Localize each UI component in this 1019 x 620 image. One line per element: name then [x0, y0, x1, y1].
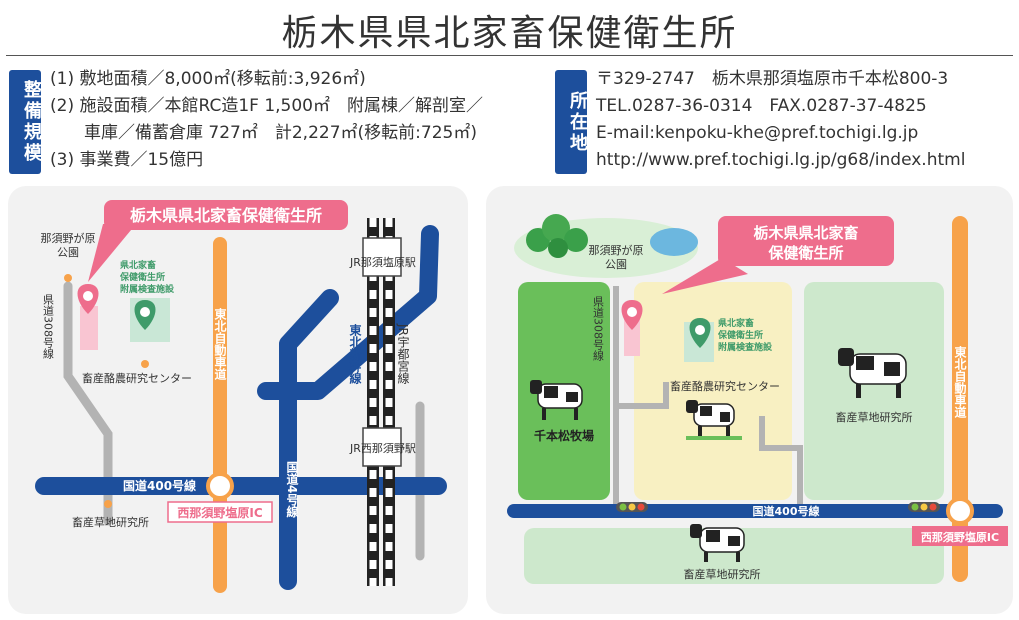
route-308-road [613, 286, 669, 409]
detail-map-panel: 那須野が原 公園 千本松牧場 畜産草地研究所 畜産草地研究所 東北自動車道 国道… [486, 186, 1013, 614]
cow-icon [686, 400, 742, 440]
scale-info: (1) 敷地面積／8,000㎡(移転前:3,926㎡) (2) 施設面積／本館R… [50, 66, 483, 174]
local-road [759, 416, 803, 504]
tree-icon [542, 214, 570, 242]
address-email[interactable]: E-mail:kenpoku-khe@pref.tochigi.lg.jp [596, 123, 919, 143]
facility-site [80, 306, 98, 350]
address-tag: 所在地 [555, 70, 588, 174]
annex-label-2: 保健衛生所 [717, 329, 763, 341]
shinkansen-label: 東北新幹線 [348, 323, 362, 385]
address-url[interactable]: http://www.pref.tochigi.lg.jp/g68/index.… [596, 150, 966, 170]
grassland-bottom-area [524, 528, 944, 584]
cow-icon [838, 348, 907, 398]
ic-label: 西那須野塩原IC [177, 505, 262, 520]
annex-pin-center [695, 325, 705, 335]
scale-line-3: 車庫／備蓄倉庫 727㎡ 計2,227㎡(移転前:725㎡) [50, 123, 477, 143]
jr-nasushiobara-label: JR那須塩原駅 [349, 255, 416, 269]
traffic-light-green [911, 503, 919, 511]
traffic-light-green [619, 503, 627, 511]
traffic-light-red [929, 503, 937, 511]
annex-pin-center [140, 307, 150, 317]
tohoku-expressway-label: 東北自動車道 [213, 307, 227, 381]
jr-nasushiobara-station [362, 237, 402, 277]
facility-pin-center [627, 307, 637, 317]
facility-pin-center [83, 291, 93, 301]
callout-box [104, 200, 348, 230]
detail-map: 那須野が原 公園 千本松牧場 畜産草地研究所 畜産草地研究所 東北自動車道 国道… [507, 214, 1008, 584]
scale-line-2: (2) 施設面積／本館RC造1F 1,500㎡ 附属棟／解剖室／ [50, 96, 483, 116]
route-308-label: 県道308号線 [592, 296, 605, 361]
jr-nishinasuno-station [362, 427, 402, 467]
callout-label-2: 保健衛生所 [767, 244, 843, 262]
traffic-light-yellow [920, 503, 928, 511]
scale-line-1: (1) 敷地面積／8,000㎡(移転前:3,926㎡) [50, 69, 366, 89]
dairy-center-area [634, 282, 792, 500]
title-divider [6, 55, 1013, 56]
utsunomiya-line-label: JR宇都宮線 [396, 323, 410, 384]
callout-label: 栃木県県北家畜保健衛生所 [130, 206, 322, 225]
area-map: JR那須塩原駅 JR西那須野駅 東北新幹線 JR宇都宮線 東北自動車道 国道4号… [35, 200, 447, 593]
ic-marker [206, 472, 234, 500]
address-tel-fax: TEL.0287-36-0314 FAX.0287-37-4825 [596, 96, 927, 116]
route-400-label: 国道400号線 [753, 504, 820, 518]
route-308-label: 県道308号線 [42, 294, 55, 359]
park-dot [64, 274, 72, 282]
park-label-2: 公園 [605, 258, 627, 271]
annex-label-2: 保健衛生所 [119, 271, 165, 283]
callout-pointer [662, 258, 748, 294]
pond-icon [650, 228, 698, 256]
dairy-label: 畜産酪農研究センター [82, 371, 192, 385]
facility-site [624, 316, 640, 356]
ic-badge [167, 501, 273, 523]
route-4-label: 国道4号線 [285, 461, 299, 518]
callout-label-1: 栃木県県北家畜 [753, 224, 858, 242]
grassland-right-label: 畜産草地研究所 [836, 410, 913, 424]
scale-line-4: (3) 事業費／15億円 [50, 150, 204, 170]
grassland-dot [104, 500, 112, 508]
callout-box [718, 216, 894, 266]
annex-label-1: 県北家畜 [120, 259, 156, 271]
annex-label-3: 附属検査施設 [120, 283, 175, 295]
tree-icon [548, 238, 568, 258]
cow-icon [690, 524, 745, 562]
traffic-light-red [637, 503, 645, 511]
traffic-light-yellow [628, 503, 636, 511]
route-4-road [279, 289, 339, 590]
farm-label: 千本松牧場 [534, 428, 594, 443]
cow-icon [530, 380, 583, 420]
dairy-dot [141, 360, 149, 368]
page-title: 栃木県県北家畜保健衛生所 [281, 13, 738, 54]
ic-badge [912, 526, 1008, 546]
route-400-label: 国道400号線 [123, 478, 196, 493]
grassland-label: 畜産草地研究所 [72, 515, 149, 529]
park-label-1: 那須野が原 [589, 243, 644, 257]
ic-marker [946, 497, 974, 525]
park-label-1: 那須野が原 [41, 231, 96, 245]
address-info: 〒329-2747 栃木県那須塩原市千本松800-3 TEL.0287-36-0… [596, 66, 965, 174]
dairy-label: 畜産酪農研究センター [670, 379, 780, 393]
area-map-panel: JR那須塩原駅 JR西那須野駅 東北新幹線 JR宇都宮線 東北自動車道 国道4号… [8, 186, 468, 614]
annex-label-1: 県北家畜 [718, 317, 754, 329]
grassland-bottom-label: 畜産草地研究所 [684, 567, 761, 581]
jr-nishinasuno-label: JR西那須野駅 [349, 442, 416, 455]
callout-pointer [88, 224, 136, 282]
park-label-2: 公園 [57, 246, 79, 259]
ic-label: 西那須野塩原IC [921, 530, 999, 544]
tohoku-expressway-label: 東北自動車道 [953, 345, 967, 419]
grassland-right-area [804, 282, 944, 500]
tree-icon [564, 228, 588, 252]
annex-label-3: 附属検査施設 [718, 341, 773, 353]
scale-tag: 整備規模 [9, 70, 42, 174]
address-postal: 〒329-2747 栃木県那須塩原市千本松800-3 [596, 69, 949, 89]
